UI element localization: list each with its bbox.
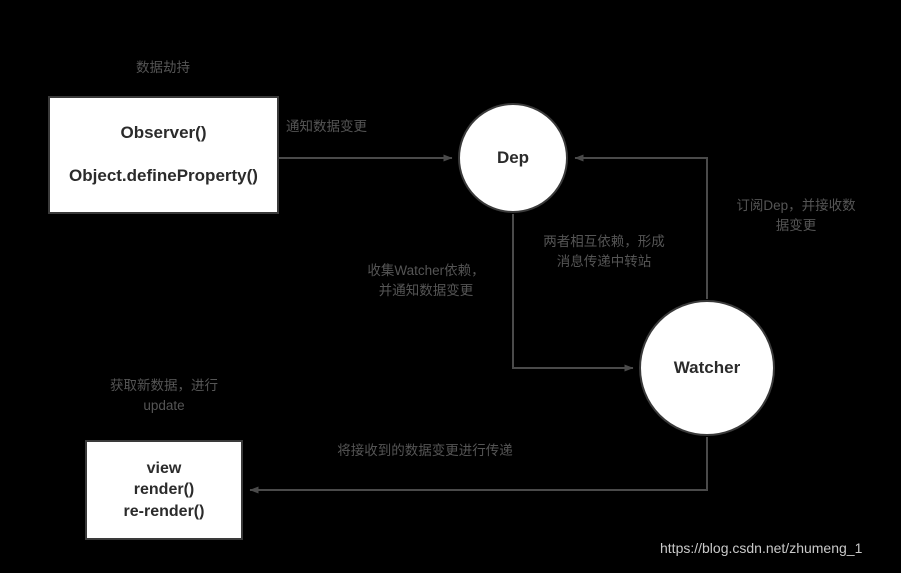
node-dep[interactable]: Dep	[458, 103, 568, 213]
observer-caption: 数据劫持	[136, 60, 190, 75]
edge-label-notify: 通知数据变更	[286, 119, 367, 134]
edge-watcher-to-dep	[574, 154, 708, 299]
view-line-3: re-render()	[123, 502, 205, 520]
edge-label-transmit: 将接收到的数据变更进行传递	[337, 443, 513, 458]
observer-line-1: Observer()	[120, 123, 207, 143]
view-line-1: view	[146, 459, 182, 477]
node-observer[interactable]: Observer() Object.defineProperty()	[48, 96, 279, 214]
observer-line-2: Object.defineProperty()	[69, 166, 258, 185]
dep-label: Dep	[496, 148, 530, 167]
node-watcher[interactable]: Watcher	[639, 300, 775, 436]
view-caption: 获取新数据，进行 update	[110, 378, 218, 413]
watcher-label: Watcher	[673, 358, 741, 377]
edge-label-mutual: 两者相互依赖，形成 消息传递中转站	[543, 234, 665, 269]
edge-label-collect: 收集Watcher依赖， 并通知数据变更	[367, 263, 485, 298]
node-view[interactable]: view render() re-render()	[85, 440, 243, 540]
watermark: https://blog.csdn.net/zhumeng_1	[660, 540, 863, 556]
view-line-2: render()	[133, 481, 195, 499]
edge-label-subscribe: 订阅Dep，并接收数 据变更	[736, 198, 856, 233]
